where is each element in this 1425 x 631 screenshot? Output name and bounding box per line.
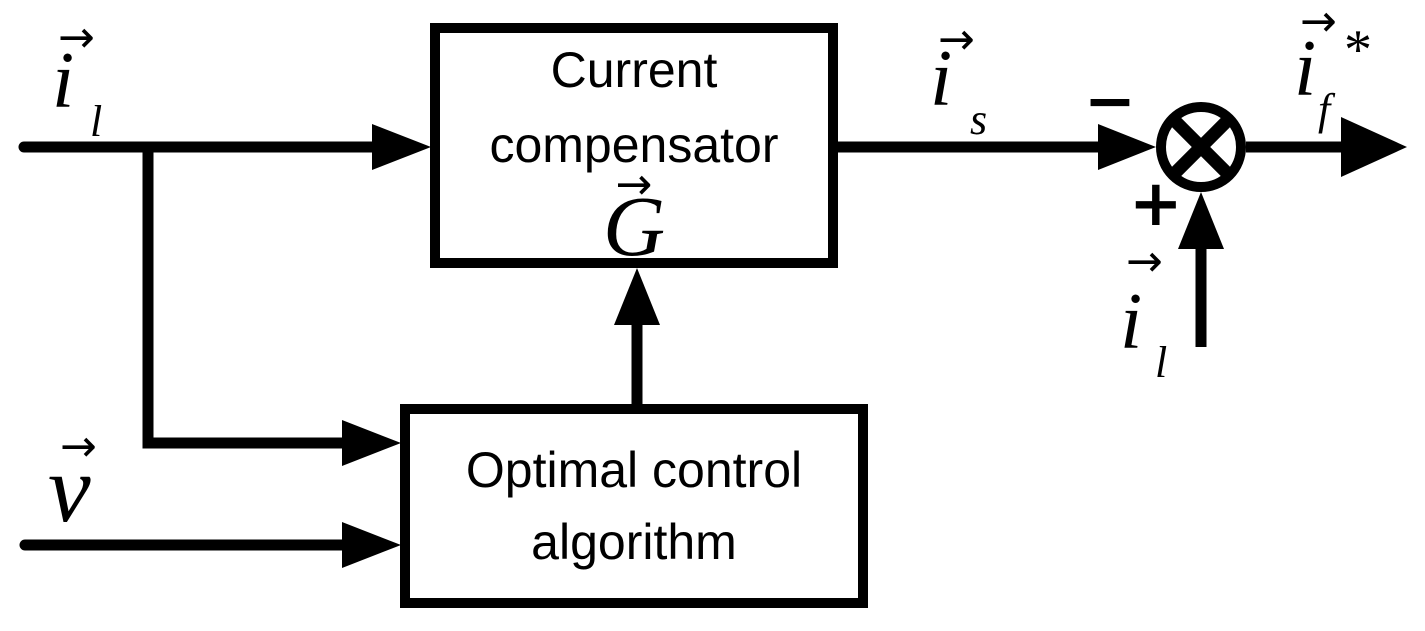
compensator-title-line2: compensator	[489, 117, 779, 173]
vector-arrow-icon: →	[615, 159, 653, 210]
signal-subscript: l	[90, 97, 103, 146]
vector-arrow-icon: →	[60, 421, 97, 472]
minus-sign: −	[1084, 64, 1136, 137]
signal-subscript: s	[970, 95, 988, 144]
current-compensator-block: Current compensator → G	[430, 23, 838, 274]
vector-arrow-icon: →	[1126, 236, 1163, 287]
plus-sign: +	[1129, 167, 1183, 241]
vector-arrow-icon: →	[1300, 0, 1337, 47]
junction-cross-diagonal-2	[1170, 116, 1232, 178]
signal-symbol: i	[52, 37, 75, 125]
arrowhead-feedback-into-junction	[1178, 192, 1224, 249]
signal-symbol: i	[1294, 25, 1317, 113]
vector-arrow-icon: →	[938, 14, 975, 65]
optimal-title-line1: Optimal control	[465, 442, 803, 498]
summing-junction	[1156, 102, 1246, 192]
arrowhead-into-compensator	[372, 124, 431, 170]
signal-symbol: v	[48, 435, 91, 542]
arrowhead-into-junction	[1098, 124, 1156, 170]
line-load-current-branch	[142, 147, 346, 449]
optimal-title-line2: algorithm	[531, 514, 737, 570]
optimal-control-block: Optimal control algorithm	[400, 404, 868, 608]
arrowhead-reference-output	[1341, 117, 1407, 177]
compensator-title-line1: Current	[550, 42, 718, 98]
signal-subscript: l	[1155, 338, 1168, 387]
signal-subscript: f	[1318, 85, 1331, 134]
arrowhead-branch-into-optimal	[342, 420, 401, 466]
signal-symbol: i	[1120, 278, 1143, 366]
vector-arrow-icon: →	[58, 12, 95, 63]
gain-letter: G	[602, 178, 666, 274]
signal-symbol: i	[930, 35, 953, 123]
arrowhead-up-into-compensator	[614, 268, 660, 325]
arrowhead-voltage-into-optimal	[342, 522, 401, 568]
signal-superscript: *	[1344, 19, 1372, 81]
gain-symbol: → G	[602, 163, 666, 274]
